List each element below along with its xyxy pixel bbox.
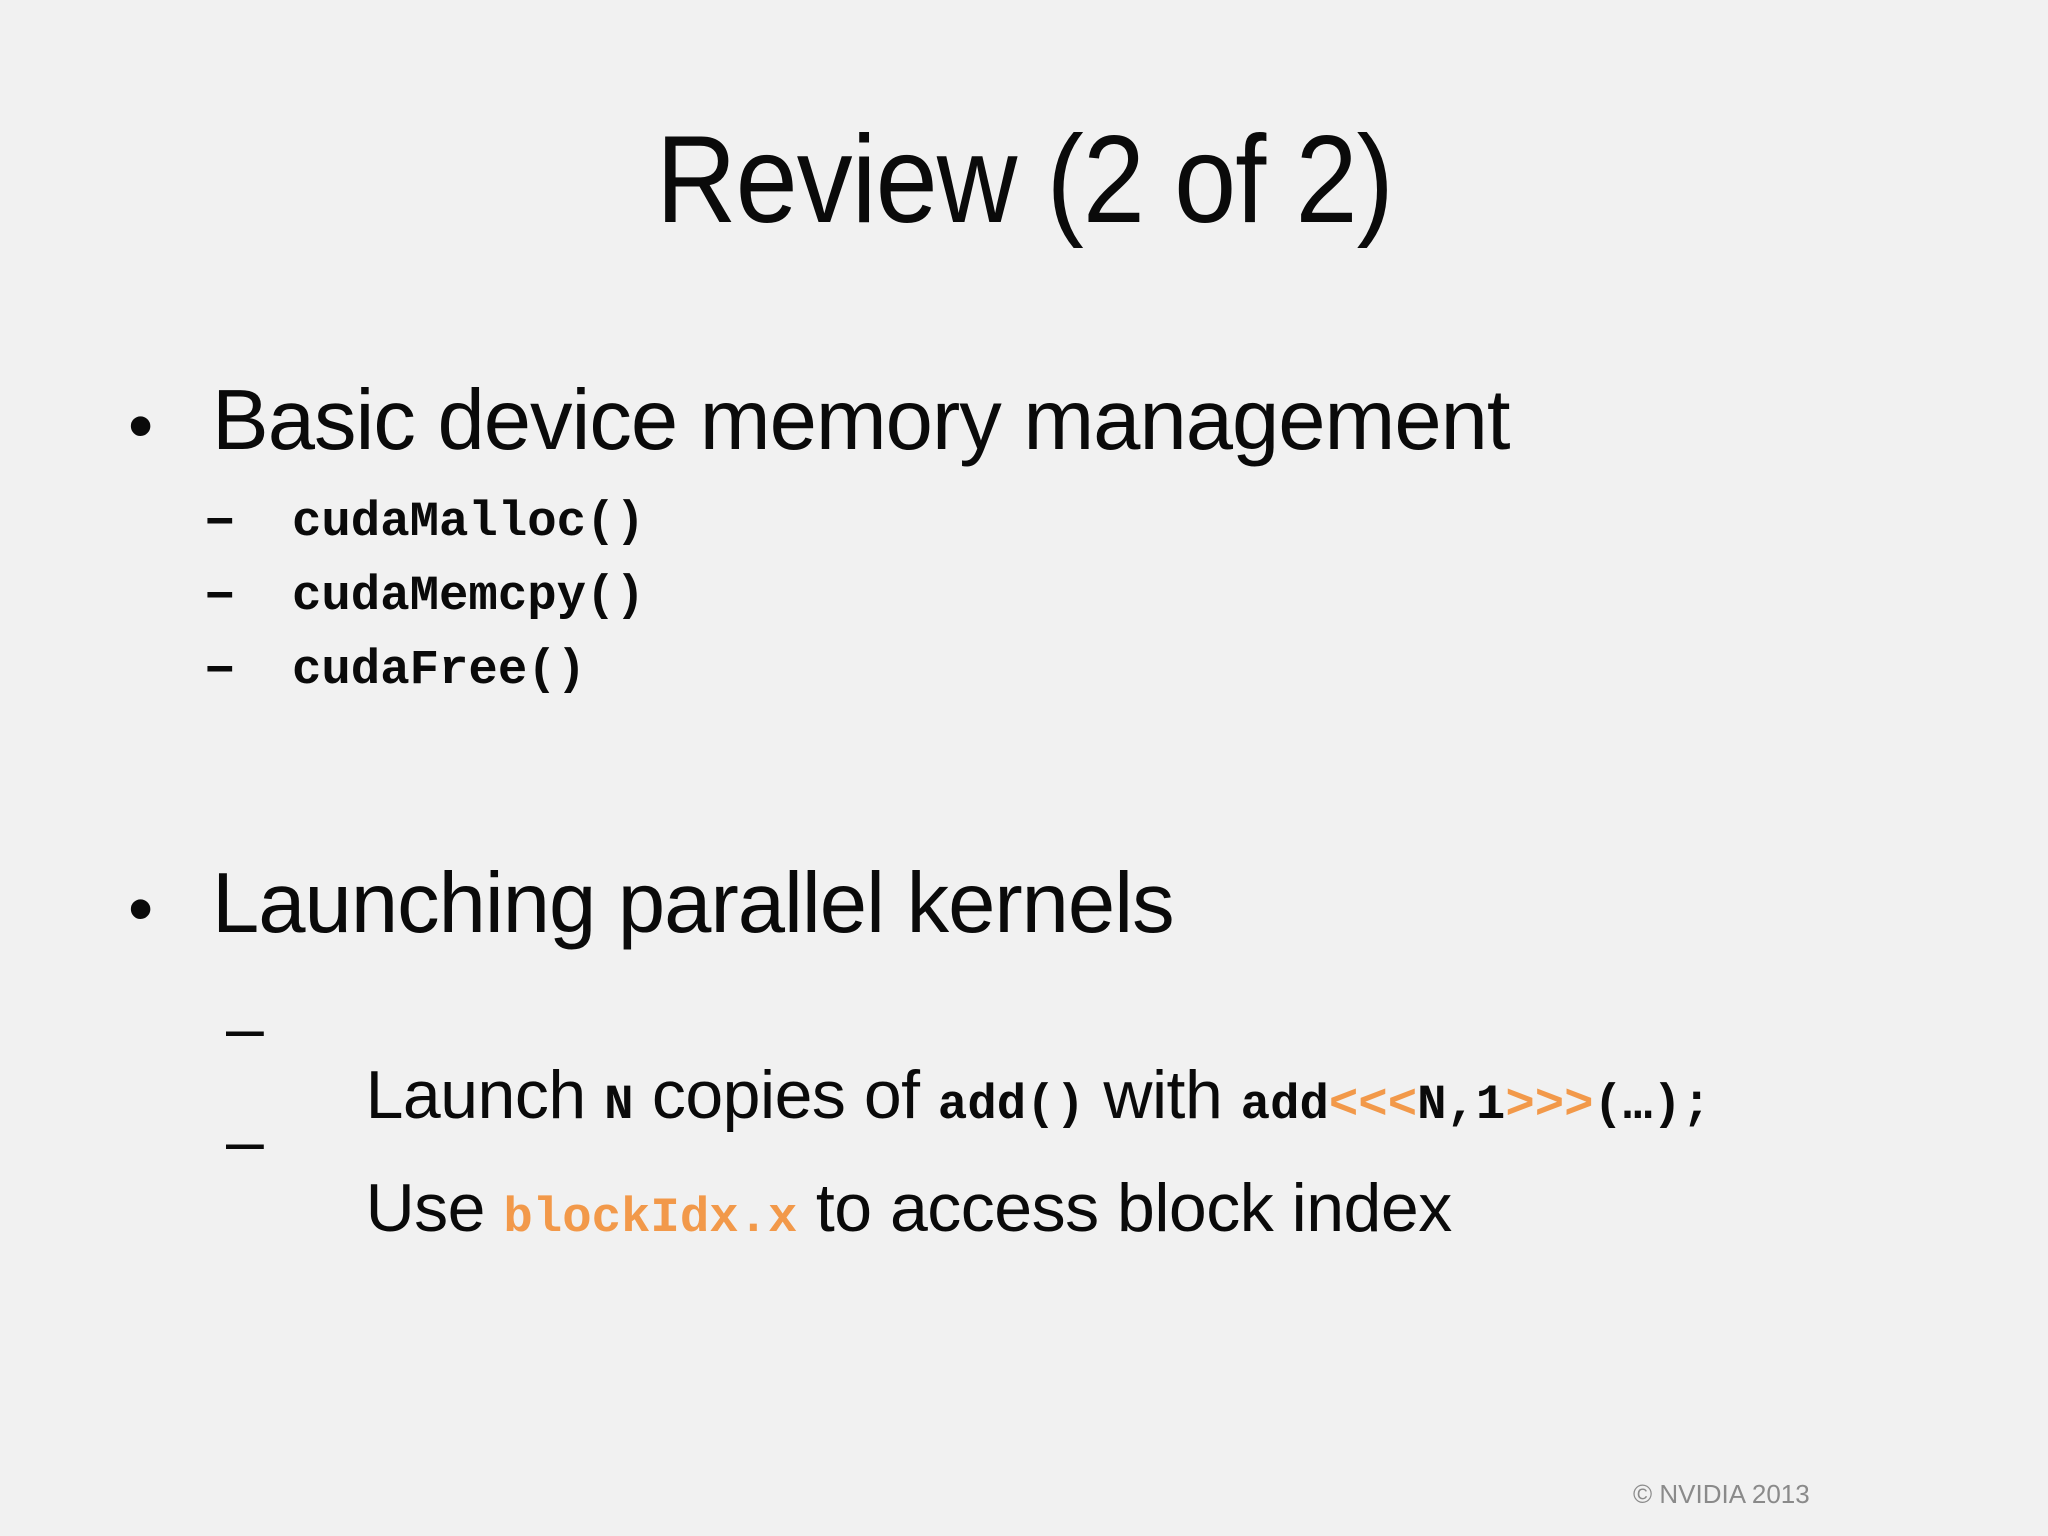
bullet-heading-parallel-kernels: Launching parallel kernels bbox=[212, 856, 1175, 951]
footer-copyright: © NVIDIA 2013 bbox=[1633, 1479, 1810, 1509]
dash-icon: – bbox=[203, 488, 237, 552]
text-segment: to access block index bbox=[797, 1170, 1452, 1246]
page-title: Review (2 of 2) bbox=[0, 118, 2048, 242]
dash-icon: – bbox=[226, 990, 264, 1066]
code-item-cudafree: cudaFree() bbox=[292, 642, 587, 698]
mixed-line-launch-kernels: Launch N copies of add() with add<<<N,1>… bbox=[292, 993, 1712, 1198]
dash-icon: – bbox=[226, 1103, 264, 1179]
text-segment: copies of bbox=[633, 1057, 938, 1133]
code-token-triple-right-angle: >>> bbox=[1505, 1077, 1594, 1133]
mixed-line-blockidx: Use blockIdx.x to access block index bbox=[292, 1106, 1453, 1311]
code-token-triple-left-angle: <<< bbox=[1328, 1077, 1418, 1133]
bullet-icon: • bbox=[128, 869, 154, 949]
code-token-args: (…); bbox=[1593, 1077, 1712, 1133]
text-segment: with bbox=[1084, 1057, 1241, 1133]
code-token-add: add bbox=[1240, 1077, 1329, 1133]
dash-icon: – bbox=[203, 636, 237, 700]
bullet-icon: • bbox=[128, 386, 154, 466]
code-item-cudamalloc: cudaMalloc() bbox=[292, 494, 645, 550]
code-token-launch-config: N,1 bbox=[1417, 1077, 1506, 1133]
dash-icon: – bbox=[203, 562, 237, 626]
page-title-text: Review (2 of 2) bbox=[655, 111, 1394, 249]
code-token-n: N bbox=[604, 1077, 634, 1133]
text-segment: Launch bbox=[365, 1057, 605, 1133]
code-token-add-call: add() bbox=[937, 1077, 1085, 1133]
code-token-blockidx: blockIdx.x bbox=[503, 1190, 798, 1246]
text-segment: Use bbox=[365, 1170, 504, 1246]
bullet-heading-memory-management: Basic device memory management bbox=[212, 373, 1511, 468]
code-item-cudamemcpy: cudaMemcpy() bbox=[292, 568, 645, 624]
